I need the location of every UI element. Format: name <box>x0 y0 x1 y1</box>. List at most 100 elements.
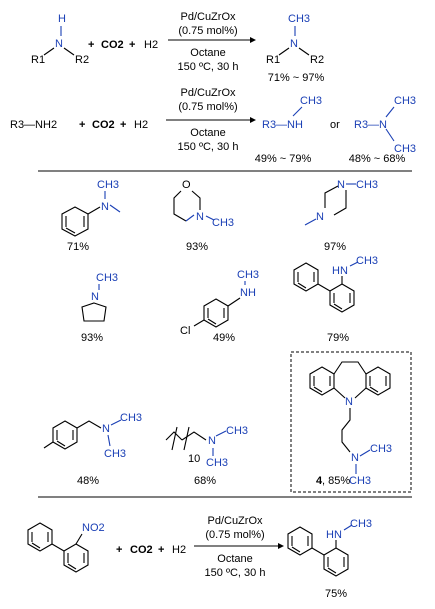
eq2-conditions: 150 ºC, 30 h <box>178 141 239 153</box>
sub3-n-top: N <box>337 179 345 191</box>
eq1-n-label: N <box>55 38 63 50</box>
sub9-n-side: N <box>351 452 359 464</box>
eq3-co2: CO2 <box>130 544 153 556</box>
imipramine-dashed-box <box>290 351 412 493</box>
sub2-yield: 93% <box>186 241 208 253</box>
eq3-loading: (0.75 mol%) <box>205 529 264 541</box>
eq3-prod-ch3: CH3 <box>350 518 372 530</box>
eq2-prod1: R3—NH <box>262 119 303 131</box>
eq1-conditions: 150 ºC, 30 h <box>178 61 239 73</box>
sub7-n: N <box>102 423 110 435</box>
eq2-prod2: R3—N <box>354 119 387 131</box>
sub9-n: N <box>345 396 353 408</box>
eq3-conditions: 150 ºC, 30 h <box>205 567 266 579</box>
eq1-prod-n: N <box>290 38 298 50</box>
sub7-ch3-bottom: CH3 <box>104 448 126 460</box>
eq2-prod2-ch3-top: CH3 <box>394 95 416 107</box>
eq3-product-biphenyl-n-methylamine: HN CH3 <box>287 518 372 577</box>
sub6-hn: HN <box>332 265 348 277</box>
substrate-n-methylmorpholine: O N CH3 <box>173 179 234 229</box>
eq1-prod-r2: R2 <box>310 54 324 66</box>
sub2-n: N <box>196 211 204 223</box>
eq2-product-2: R3—N CH3 CH3 <box>354 95 416 155</box>
eq1-yield: 71% ~ 97% <box>268 72 325 84</box>
eq1-h2: H2 <box>144 39 158 51</box>
eq2-co2: CO2 <box>92 119 115 131</box>
eq1-prod-ch3: CH3 <box>288 13 310 25</box>
sub1-ch3: CH3 <box>97 179 119 191</box>
eq2-prod1-ch3: CH3 <box>300 95 322 107</box>
substrate-n-methylaniline: N CH3 <box>61 179 121 237</box>
sub2-ch3: CH3 <box>212 217 234 229</box>
sub4-yield: 93% <box>81 332 103 344</box>
eq2-catalyst: Pd/CuZrOx <box>180 87 236 99</box>
eq1-h-label: H <box>58 13 66 25</box>
eq1-r2-label: R2 <box>75 54 89 66</box>
sub1-yield: 71% <box>67 241 89 253</box>
sub5-nh: NH <box>240 287 256 299</box>
sub3-yield: 97% <box>324 241 346 253</box>
eq1-solvent: Octane <box>190 47 225 59</box>
eq1-product-tertiary-amine: CH3 N R1 R2 <box>266 13 324 66</box>
eq3-solvent: Octane <box>217 553 252 565</box>
eq2-solvent: Octane <box>190 127 225 139</box>
eq1-r1-label: R1 <box>31 54 45 66</box>
eq3-no2: NO2 <box>82 522 105 534</box>
eq1-co2: CO2 <box>101 39 124 51</box>
eq2-loading: (0.75 mol%) <box>178 101 237 113</box>
sub5-yield: 49% <box>213 332 235 344</box>
eq2-reactant: R3—NH2 <box>10 119 57 131</box>
substrate-dimethylpiperazine: N CH3 N <box>304 179 378 226</box>
eq3-reactant-nitrobiphenyl: NO2 <box>27 522 105 573</box>
eq3-plus-1: + <box>116 544 122 556</box>
equation-2: R3—NH2 + CO2 + H2 Pd/CuZrOx (0.75 mol%) … <box>10 87 416 165</box>
eq2-prod2-ch3-bottom: CH3 <box>394 143 416 155</box>
sub8-n10: 10 <box>188 453 200 465</box>
eq3-catalyst: Pd/CuZrOx <box>207 515 263 527</box>
eq3-yield: 75% <box>325 588 347 600</box>
sub3-ch3: CH3 <box>356 179 378 191</box>
sub3-n-bottom: N <box>316 211 324 223</box>
sub9-ch3-top: CH3 <box>370 443 392 455</box>
sub5-cl: Cl <box>180 325 190 337</box>
eq3-h2: H2 <box>172 544 186 556</box>
eq2-h2: H2 <box>134 119 148 131</box>
sub7-yield: 48% <box>77 475 99 487</box>
eq2-or: or <box>330 119 340 131</box>
eq2-plus-1: + <box>79 119 85 131</box>
eq1-catalyst: Pd/CuZrOx <box>180 11 236 23</box>
imipramine-compound-number: 4 <box>316 475 323 487</box>
substrate-n-methylpyrrolidine: CH3 N <box>81 272 118 322</box>
substrate-methylbenzyl-dimethylamine: N CH3 CH3 <box>43 412 142 460</box>
sub8-yield: 68% <box>194 475 216 487</box>
eq1-plus-1: + <box>88 39 94 51</box>
substrate-imipramine: N N CH3 CH3 <box>309 361 392 487</box>
sub6-yield: 79% <box>327 332 349 344</box>
eq1-reactant-secondary-amine: R1 H N R2 <box>31 13 89 66</box>
eq2-plus-2: + <box>120 119 126 131</box>
eq2-product-1: CH3 R3—NH <box>262 95 322 131</box>
eq2-yield-2: 48% ~ 68% <box>349 153 406 165</box>
sub1-n: N <box>101 201 109 213</box>
eq2-yield-1: 49% ~ 79% <box>255 153 312 165</box>
sub4-n: N <box>91 291 99 303</box>
eq1-prod-r1: R1 <box>266 54 280 66</box>
sub8-ch3-bottom: CH3 <box>206 457 228 469</box>
sub2-o: O <box>182 179 191 191</box>
eq3-prod-hn: HN <box>326 529 342 541</box>
eq1-plus-2: + <box>129 39 135 51</box>
sub8-ch3-top: CH3 <box>226 425 248 437</box>
sub9-ch3-bottom: CH3 <box>349 475 371 487</box>
substrate-alkyl-dimethylamine: 10 N CH3 CH3 <box>165 425 248 469</box>
sub5-ch3: CH3 <box>237 269 259 281</box>
substrate-biphenyl-n-methylamine: HN CH3 <box>293 255 378 313</box>
imipramine-yield: , 85% <box>322 475 350 487</box>
sub6-ch3: CH3 <box>356 255 378 267</box>
equation-1: R1 H N R2 + CO2 + H2 Pd/CuZrOx (0.75 mol… <box>31 11 324 84</box>
eq3-plus-2: + <box>158 544 164 556</box>
equation-3: NO2 + CO2 + H2 Pd/CuZrOx (0.75 mol%) Oct… <box>27 515 372 600</box>
substrate-chloro-n-methylaniline: CH3 NH Cl <box>180 269 259 337</box>
eq1-loading: (0.75 mol%) <box>178 25 237 37</box>
sub4-ch3: CH3 <box>96 272 118 284</box>
